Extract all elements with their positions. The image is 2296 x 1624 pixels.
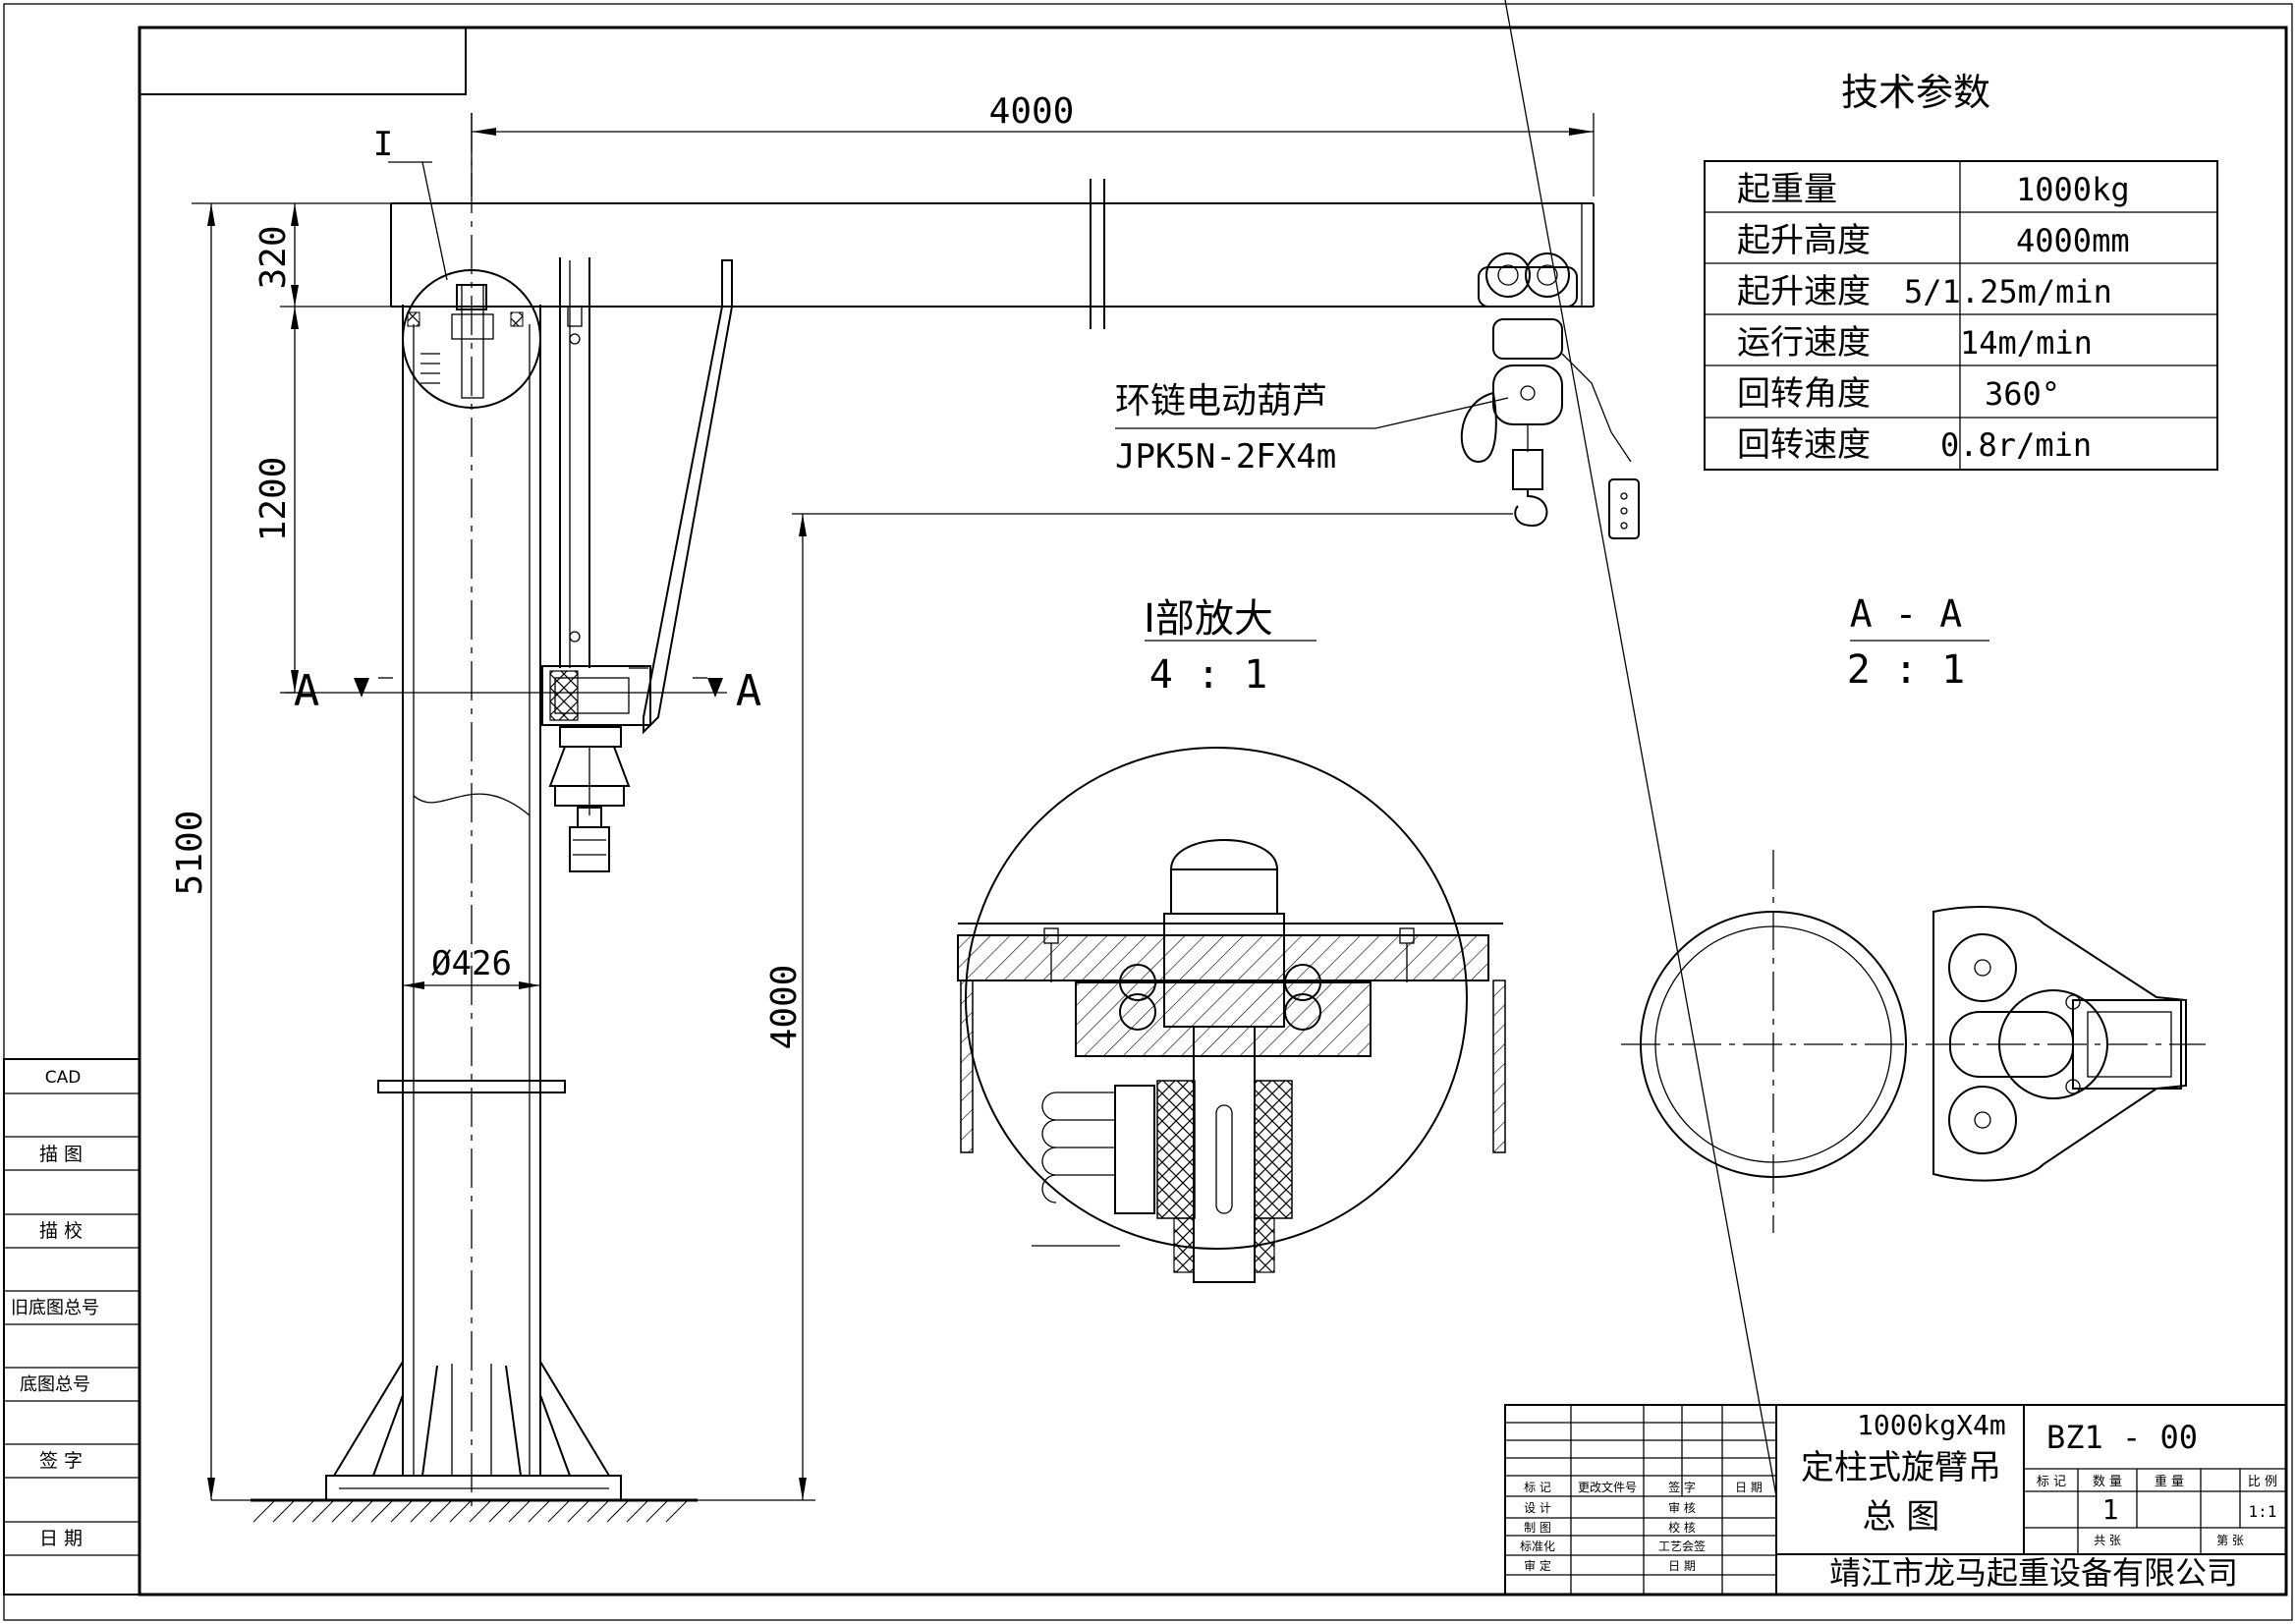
tb-header-date: 日 期 — [1735, 1481, 1763, 1494]
param-label-lift-height: 起升高度 — [1737, 221, 1871, 260]
tb-company: 靖江市龙马起重设备有限公司 — [1829, 1554, 2238, 1592]
tb-drawing-no: BZ1 - 00 — [2046, 1419, 2198, 1456]
dim-top-gap: 320 — [253, 225, 294, 289]
param-value-slew-angle: 360° — [1985, 375, 2060, 413]
tb-header-mark: 标 记 — [1524, 1481, 1551, 1494]
tb-header-sign: 签 字 — [1668, 1480, 1696, 1494]
dimension-lines: 4000 320 1200 5100 Ø426 4000 — [170, 91, 1595, 1501]
detail-marker: I — [373, 125, 393, 164]
param-label-travel-speed: 运行速度 — [1737, 323, 1871, 363]
tech-params-title: 技术参数 — [1841, 71, 1990, 114]
param-label-slew-speed: 回转速度 — [1737, 425, 1871, 465]
param-label-lift-speed: 起升速度 — [1737, 272, 1871, 311]
strip-base-no: 底图总号 — [20, 1374, 90, 1395]
tb-qty-header-mark: 标 记 — [2037, 1475, 2066, 1489]
param-value-lift-height: 4000mm — [2016, 222, 2130, 259]
ground-hatch — [252, 1499, 689, 1523]
strip-cad: CAD — [45, 1068, 82, 1088]
tb-qty-value: 1 — [2102, 1493, 2119, 1526]
inner-frame — [138, 26, 2288, 1596]
tb-role-date: 日 期 — [1668, 1559, 1696, 1573]
dim-arm-to-section: 1200 — [253, 457, 294, 542]
param-value-capacity: 1000kg — [2016, 171, 2130, 208]
hoist-name: 环链电动葫芦 — [1115, 381, 1327, 421]
strip-sign: 签 字 — [39, 1450, 83, 1472]
param-label-slew-angle: 回转角度 — [1737, 374, 1871, 414]
tb-qty-header-qty: 数 量 — [2093, 1475, 2122, 1489]
outer-border — [3, 3, 2293, 1621]
tb-sheet-no: 第 张 — [2216, 1534, 2244, 1547]
chain-hoist — [1460, 252, 1640, 539]
section-scale: 2 : 1 — [1847, 647, 1965, 693]
tb-qty-header-scale: 比 例 — [2248, 1475, 2277, 1489]
tb-role-draft: 制 图 — [1524, 1521, 1551, 1535]
tb-role-approve: 审 定 — [1524, 1558, 1551, 1573]
param-value-travel-speed: 14m/min — [1960, 324, 2093, 362]
tech-params: 技术参数 起重量 1000kg 起升高度 4000mm 起升速度 5/1.25m… — [1704, 71, 2218, 471]
tb-sheets-total: 共 张 — [2094, 1534, 2121, 1547]
strip-date: 日 期 — [39, 1528, 83, 1549]
crane-elevation: A A I — [251, 113, 1640, 1523]
strip-trace: 描 图 — [39, 1144, 83, 1165]
tb-drawing-type: 总 图 — [1863, 1497, 1940, 1537]
param-value-slew-speed: 0.8r/min — [1940, 426, 2092, 464]
tb-role-review: 审 核 — [1668, 1500, 1696, 1515]
tb-role-design: 设 计 — [1524, 1501, 1551, 1515]
detail-view: I部放大 4 : 1 — [957, 596, 1506, 1283]
tb-role-check: 校 核 — [1668, 1520, 1696, 1535]
tb-product-name: 定柱式旋臂吊 — [1801, 1448, 2001, 1487]
param-value-lift-speed: 5/1.25m/min — [1904, 273, 2112, 310]
hoist-model: JPK5N-2FX4m — [1115, 437, 1336, 476]
detail-i-circle — [402, 269, 541, 409]
tb-spec: 1000kgX4m — [1857, 1409, 2006, 1441]
tb-scale-value: 1:1 — [2249, 1502, 2277, 1521]
title-block: 标 记 更改文件号 签 字 日 期 设 计 审 核 制 图 校 核 标准化 工艺… — [1504, 0, 2287, 1596]
section-title: A - A — [1850, 592, 1963, 636]
tb-role-process: 工艺会签 — [1658, 1539, 1706, 1553]
tb-header-doc-no: 更改文件号 — [1578, 1480, 1637, 1494]
detail-scale: 4 : 1 — [1149, 652, 1267, 698]
dim-diameter: Ø426 — [431, 944, 512, 983]
dim-span: 4000 — [989, 91, 1075, 132]
section-marker-right: A — [736, 666, 762, 716]
tb-qty-header-weight: 重 量 — [2155, 1474, 2184, 1489]
left-strip: CAD 描 图 描 校 旧底图总号 底图总号 签 字 日 期 — [3, 1058, 140, 1596]
dim-lift-height: 4000 — [764, 965, 805, 1050]
strip-old-base-no: 旧底图总号 — [11, 1298, 99, 1318]
tb-role-standard: 标准化 — [1520, 1540, 1555, 1553]
corner-box — [139, 27, 467, 95]
dim-total-height: 5100 — [170, 811, 210, 896]
detail-title: I部放大 — [1144, 596, 1273, 642]
section-view: A - A 2 : 1 — [1621, 592, 2206, 1233]
strip-trace-check: 描 校 — [39, 1220, 83, 1242]
param-label-capacity: 起重量 — [1737, 170, 1837, 209]
